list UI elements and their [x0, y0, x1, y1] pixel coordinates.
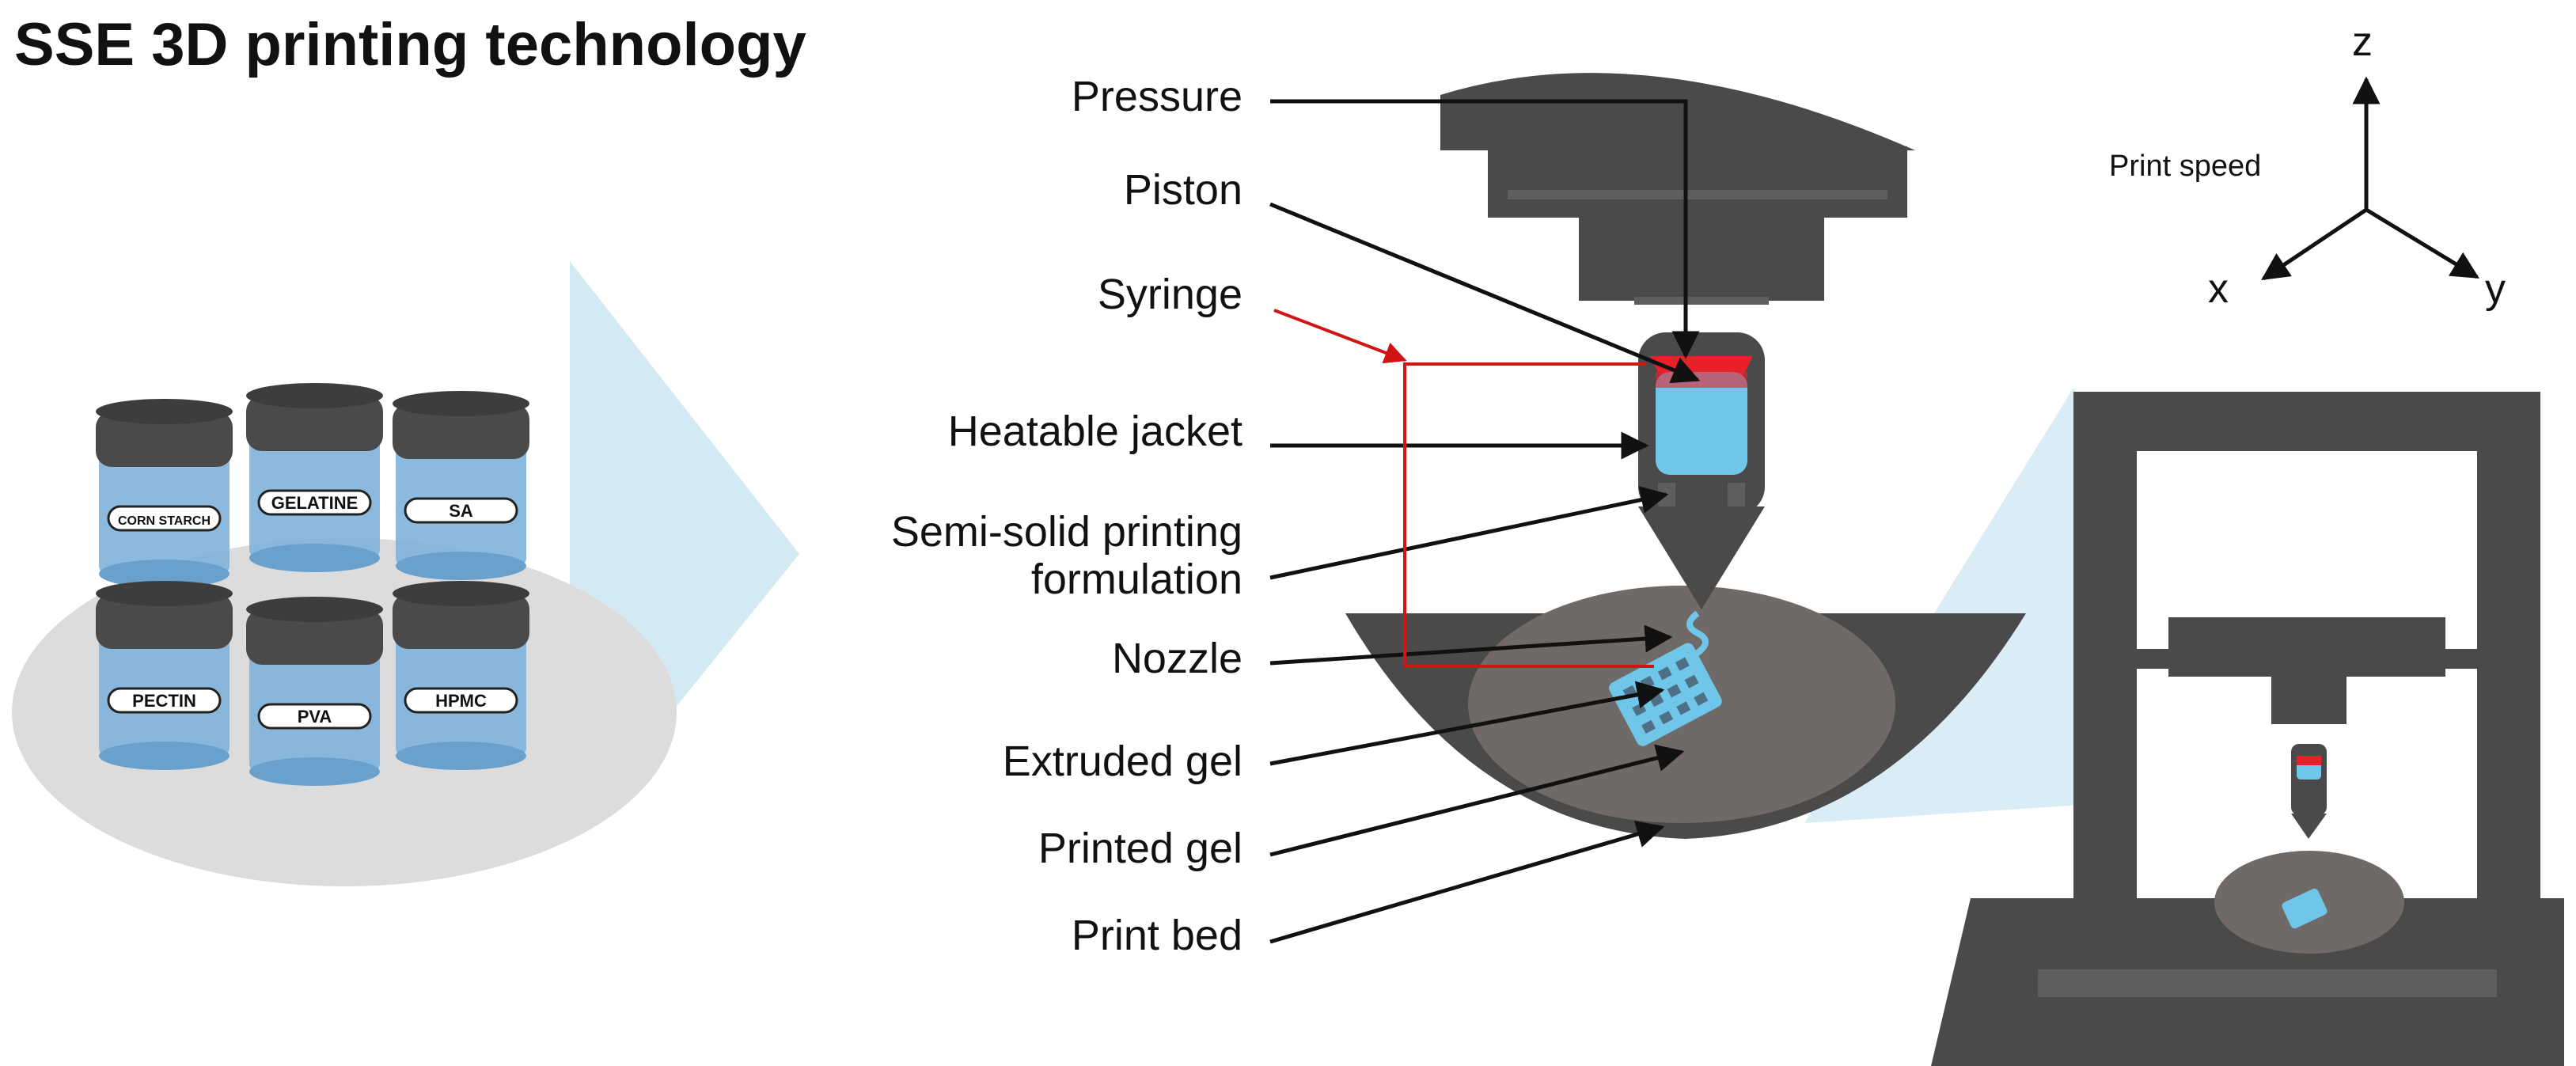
print-speed-label: Print speed — [2109, 150, 2261, 183]
jar-lid-top — [96, 581, 233, 606]
jar: PECTIN — [96, 581, 233, 770]
jar-lid-top — [246, 597, 383, 622]
jar-label-tag — [257, 703, 372, 730]
jar-lid-top — [393, 581, 529, 606]
jar-label: PVA — [298, 707, 332, 726]
label-formulation-line2: formulation — [1031, 556, 1242, 603]
label-extruded-gel: Extruded gel — [1003, 738, 1242, 785]
jar-label: PECTIN — [132, 691, 196, 711]
arrow-pressure — [1270, 99, 1700, 359]
printed-gel — [1609, 643, 1722, 746]
jar-base — [396, 742, 526, 770]
jar: SA — [393, 391, 529, 580]
jar-base — [396, 552, 526, 580]
jar-lid-top — [393, 391, 529, 416]
jar-label: HPMC — [435, 691, 487, 711]
jar-lid — [96, 594, 233, 649]
jar-lid — [246, 609, 383, 665]
syringe-bracket — [1273, 309, 1654, 668]
jar: HPMC — [393, 581, 529, 770]
label-formulation-line1: Semi-solid printing — [891, 508, 1242, 556]
label-heatable-jacket: Heatable jacket — [948, 408, 1242, 455]
arrow-nozzle — [1269, 624, 1673, 666]
jar-base — [99, 560, 230, 588]
axis-y-label: y — [2485, 266, 2506, 312]
jar: GELATINE — [246, 383, 383, 572]
axis-x-label: x — [2208, 266, 2229, 312]
jar-label-tag — [257, 489, 372, 516]
label-syringe: Syringe — [1098, 271, 1242, 318]
printer-head — [1440, 73, 1915, 305]
jar-label: SA — [449, 501, 473, 521]
label-piston: Piston — [1124, 166, 1242, 214]
jar-label: GELATINE — [271, 493, 359, 513]
syringe — [1638, 332, 1765, 609]
arrow-piston — [1269, 202, 1701, 384]
diagram-title: SSE 3D printing technology — [14, 11, 806, 78]
label-nozzle: Nozzle — [1112, 635, 1242, 682]
axis-triad: z x y Print speed — [2109, 19, 2506, 312]
jar-label-tag — [404, 687, 518, 714]
jar-label-tag — [404, 497, 518, 524]
jar-lid-top — [246, 383, 383, 408]
axis-z-label: z — [2352, 19, 2373, 65]
label-print-bed: Print bed — [1072, 912, 1242, 959]
jar-lid — [393, 594, 529, 649]
jar-base — [249, 757, 380, 786]
label-printed-gel: Printed gel — [1038, 825, 1242, 872]
arrow-extruded-gel — [1269, 681, 1665, 766]
jar: CORN STARCH — [96, 399, 233, 588]
printer-overview — [1931, 392, 2564, 1066]
jar-base — [249, 544, 380, 572]
arrow-print-bed — [1269, 821, 1665, 944]
jar-label: CORN STARCH — [118, 514, 211, 528]
arrow-formulation — [1269, 486, 1669, 580]
jar-lid-top — [96, 399, 233, 424]
jar-lid — [96, 412, 233, 467]
jar: PVA — [246, 597, 383, 786]
jar-base — [99, 742, 230, 770]
jar-lid — [246, 396, 383, 451]
jar-lid — [393, 404, 529, 459]
arrow-printed-gel — [1269, 744, 1685, 857]
material-jars: CORN STARCH GELATINE SA PECTIN PVA HPMC — [96, 383, 529, 786]
jar-label-tag — [107, 687, 222, 714]
jar-label-tag — [107, 505, 222, 532]
label-pressure: Pressure — [1072, 73, 1242, 120]
